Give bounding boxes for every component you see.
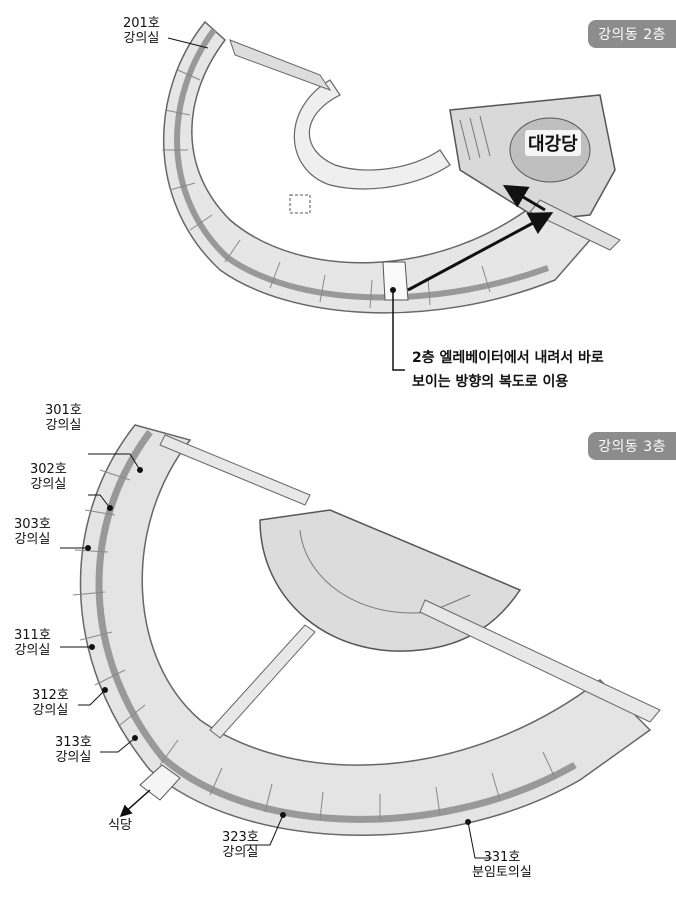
room-number: 301호 — [45, 403, 82, 418]
room-name: 분임토의실 — [472, 865, 532, 880]
room-number: 312호 — [32, 688, 69, 703]
room-number: 313호 — [55, 735, 92, 750]
room-name: 강의실 — [30, 477, 67, 492]
callout-line-1: 2층 엘레베이터에서 내려서 바로 — [412, 350, 604, 366]
floor2-badge: 강의동 2층 — [588, 20, 676, 48]
room-name: 강의실 — [45, 418, 82, 433]
room-number: 323호 — [222, 830, 259, 845]
cafeteria-label: 식당 — [108, 818, 132, 833]
room-number: 331호 — [483, 850, 521, 865]
auditorium-label: 대강당 — [525, 130, 581, 156]
room-311-label: 311호 강의실 — [14, 628, 51, 658]
room-number: 311호 — [14, 628, 51, 643]
room-201-label: 201호 강의실 — [123, 16, 160, 46]
room-313-label: 313호 강의실 — [55, 735, 92, 765]
room-301-label: 301호 강의실 — [45, 403, 82, 433]
floor2-plan — [162, 20, 621, 371]
room-name: 강의실 — [123, 31, 160, 46]
room-312-label: 312호 강의실 — [32, 688, 69, 718]
room-302-label: 302호 강의실 — [30, 462, 67, 492]
room-name: 강의실 — [55, 750, 92, 765]
room-name: 강의실 — [32, 703, 69, 718]
callout-line-2: 보이는 방향의 복도로 이용 — [412, 374, 569, 390]
room-name: 강의실 — [14, 643, 51, 658]
room-number: 201호 — [123, 16, 160, 31]
floor3-plan — [60, 424, 661, 859]
room-name: 강의실 — [222, 845, 259, 860]
route-callout: 2층 엘레베이터에서 내려서 바로 보이는 방향의 복도로 이용 — [412, 346, 604, 394]
room-name: 강의실 — [14, 532, 51, 547]
room-331-label: 331호 분임토의실 — [472, 850, 532, 880]
room-303-label: 303호 강의실 — [14, 517, 51, 547]
room-323-label: 323호 강의실 — [222, 830, 259, 860]
room-number: 303호 — [14, 517, 51, 532]
room-number: 302호 — [30, 462, 67, 477]
floor3-badge: 강의동 3층 — [588, 432, 676, 460]
